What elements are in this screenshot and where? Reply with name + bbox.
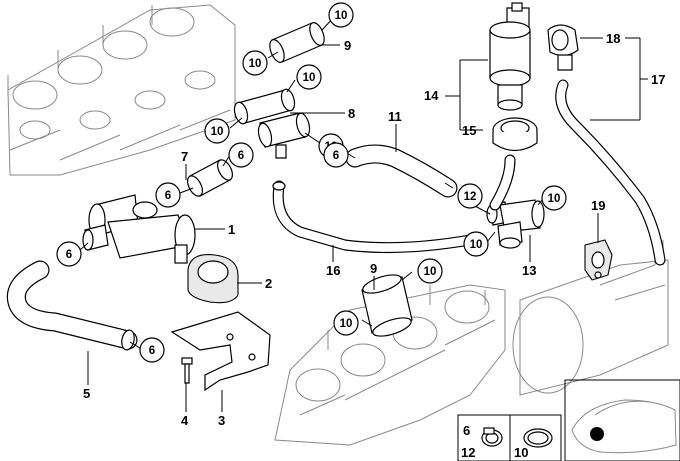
callout-10-f: 10 [541,185,567,211]
svg-text:6: 6 [333,150,339,162]
label-8: 8 [348,106,355,121]
t-connector-part-8 [233,88,311,159]
callout-6-d: 6 [56,241,82,267]
svg-text:10: 10 [211,126,224,138]
label-17: 17 [651,72,665,87]
inset-car-location [564,379,680,461]
idle-valve-part-1 [82,194,196,264]
callout-12-a: 12 [457,183,483,209]
label-14: 14 [424,88,439,103]
elbow-part-13 [486,199,545,249]
label-13: 13 [522,263,536,278]
svg-text:6: 6 [165,190,171,202]
hose-part-5 [6,260,138,351]
inset-clamp-legend [457,414,562,461]
callout-10-h: 10 [417,258,443,284]
callout-10-c: 10 [296,64,322,90]
callout-6-e: 6 [139,337,165,363]
svg-text:10: 10 [335,10,348,22]
callout-6-c: 6 [155,182,181,208]
label-5: 5 [83,386,90,401]
callout-10-i: 10 [333,310,359,336]
label-3: 3 [218,413,225,428]
label-9-upper: 9 [344,38,351,53]
svg-text:10: 10 [249,58,262,70]
label-9-lower: 9 [370,261,377,276]
svg-text:10: 10 [424,266,437,278]
bracket-part-3 [170,311,271,392]
svg-text:6: 6 [66,249,72,261]
hose-part-9-upper [269,22,325,63]
label-18: 18 [606,31,620,46]
inset-label-12: 12 [461,445,475,460]
callout-10-b: 10 [242,50,268,76]
mount-part-2 [187,254,239,304]
location-dot-icon [590,427,604,441]
label-4: 4 [181,413,189,428]
hose-part-17 [555,79,666,266]
callout-10-g: 10 [463,231,489,257]
elbow-part-18 [547,24,579,71]
leader-lines [79,14,648,412]
callout-6-b: 6 [323,142,349,168]
svg-text:6: 6 [238,150,244,162]
label-7: 7 [181,149,188,164]
actuator-part-14 [489,2,531,111]
svg-text:10: 10 [548,193,561,205]
svg-text:10: 10 [340,318,353,330]
svg-text:10: 10 [470,239,483,251]
hose-part-12-connector [489,154,516,211]
clamp-ring-part-15 [492,117,538,152]
label-2: 2 [265,276,272,291]
callout-10-d: 10 [204,118,230,144]
label-16: 16 [326,263,340,278]
svg-text:12: 12 [464,191,477,203]
hose-part-9-lower [361,274,413,337]
hose-part-16 [272,180,476,254]
label-19: 19 [591,198,605,213]
hose-part-11 [345,144,458,198]
air-cleaner-housing [512,240,669,396]
intake-manifold-upper [7,4,236,176]
inset-label-6: 6 [463,423,470,438]
label-11: 11 [388,109,402,124]
callout-10-a: 10 [328,2,354,28]
label-15: 15 [462,123,476,138]
svg-text:10: 10 [303,72,316,84]
svg-text:6: 6 [149,345,155,357]
inset-label-10: 10 [514,445,528,460]
bolt-part-4 [181,357,193,384]
clip-part-19 [584,239,613,281]
callout-6-a: 6 [228,142,254,168]
label-1: 1 [228,222,235,237]
hose-part-7 [187,159,233,197]
